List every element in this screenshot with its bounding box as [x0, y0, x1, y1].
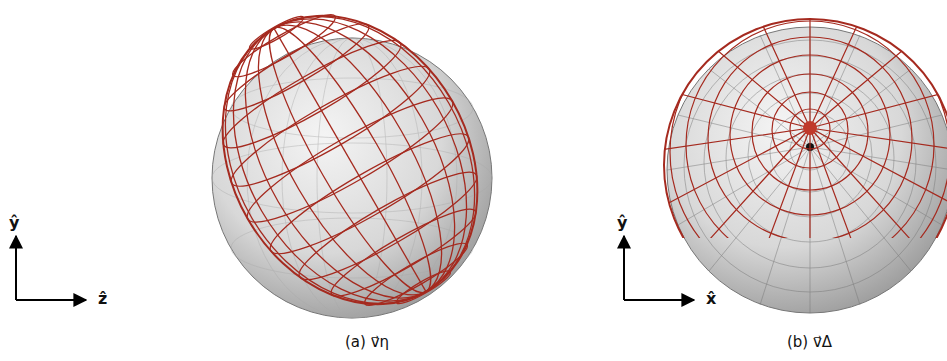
subfigure-caption: (b) v⃗Δ — [787, 334, 832, 351]
subfigure-caption: (a) v⃗η — [345, 334, 389, 351]
axis-label: ŷ — [617, 214, 627, 232]
axis-label: ŷ — [9, 214, 19, 232]
axis-label: ẑ — [98, 290, 107, 308]
axis-label: x̂ — [706, 290, 716, 308]
